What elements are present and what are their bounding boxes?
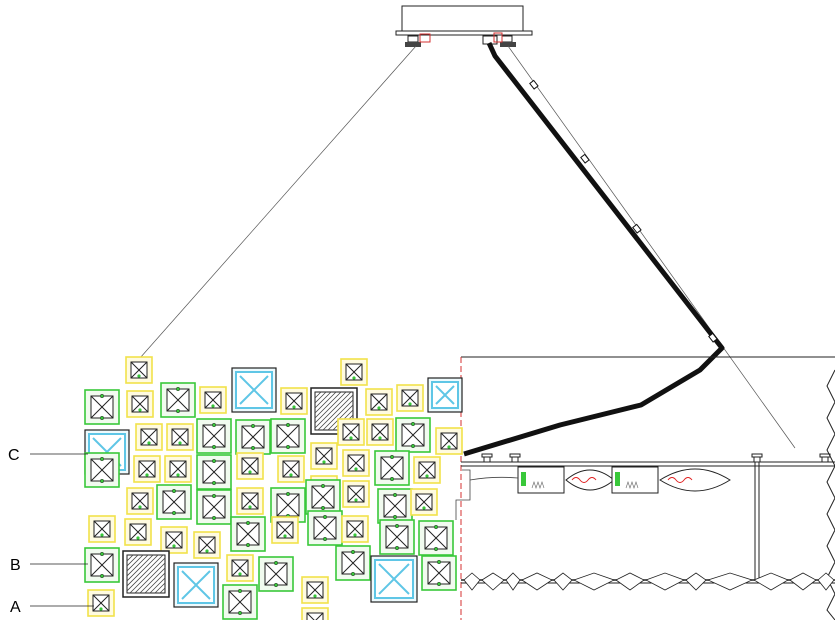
bottom-diamond: [481, 572, 505, 591]
module-12: [427, 377, 463, 413]
module-35: [156, 484, 192, 520]
module-20: [337, 418, 365, 446]
module-43: [88, 515, 116, 543]
module-63: [222, 584, 258, 620]
module-22: [395, 417, 431, 453]
callout-c: C: [8, 447, 88, 464]
module-46: [193, 531, 221, 559]
bottom-diamond-row: [463, 572, 835, 591]
module-17: [235, 419, 271, 455]
bottom-diamond: [615, 572, 645, 591]
bottom-diamond: [572, 572, 616, 591]
module-55: [173, 562, 219, 608]
bottom-diamond: [521, 572, 553, 591]
ceiling-canopy: [395, 5, 533, 47]
module-47: [230, 516, 266, 552]
power-cord: [463, 41, 725, 457]
module-11: [396, 384, 424, 412]
bottom-diamond: [553, 572, 573, 591]
module-28: [277, 455, 305, 483]
module-42: [410, 488, 438, 516]
module-51: [379, 519, 415, 555]
suspension-cables: [139, 45, 796, 449]
section-detail: [455, 356, 835, 620]
module-31: [374, 450, 410, 486]
module-37: [236, 487, 264, 515]
bottom-diamond: [645, 572, 685, 591]
module-54: [122, 550, 170, 598]
module-61: [421, 555, 457, 591]
module-62: [87, 589, 115, 617]
module-27: [236, 452, 264, 480]
module-32: [413, 456, 441, 484]
module-58: [301, 576, 329, 604]
module-30: [342, 449, 370, 477]
module-36: [196, 489, 232, 525]
bottom-diamond: [685, 572, 707, 591]
module-8: [280, 387, 308, 415]
module-48: [271, 516, 299, 544]
module-1: [125, 356, 153, 384]
module-53: [84, 547, 120, 583]
callout-b-label: B: [10, 557, 21, 574]
module-25: [164, 455, 192, 483]
module-49: [307, 510, 343, 546]
bottom-diamond: [463, 572, 481, 591]
module-16: [196, 418, 232, 454]
module-60: [370, 555, 418, 603]
module-26: [196, 454, 232, 490]
module-45: [160, 526, 188, 554]
module-3: [84, 389, 120, 425]
module-24: [133, 455, 161, 483]
module-64: [301, 607, 329, 620]
module-7: [231, 367, 277, 413]
bottom-diamond: [789, 572, 817, 591]
module-cluster: [84, 356, 463, 620]
callout-a-label: A: [10, 599, 21, 616]
module-13: [84, 429, 130, 475]
module-44: [124, 518, 152, 546]
module-6: [199, 386, 227, 414]
callout-a: A: [10, 599, 94, 616]
module-14: [135, 423, 163, 451]
bottom-diamond: [706, 572, 754, 591]
module-15: [166, 423, 194, 451]
module-34: [126, 487, 154, 515]
module-52: [418, 520, 454, 556]
module-4: [126, 390, 154, 418]
module-2: [340, 358, 368, 386]
bottom-diamond: [817, 572, 835, 591]
module-39: [305, 479, 341, 515]
module-19: [310, 442, 338, 470]
module-21: [366, 418, 394, 446]
bottom-diamond: [753, 572, 789, 591]
module-5: [160, 382, 196, 418]
bottom-diamond: [505, 572, 521, 591]
module-41: [377, 488, 413, 524]
module-50: [341, 515, 369, 543]
callout-b: B: [10, 557, 88, 574]
module-59: [335, 545, 371, 581]
module-18: [270, 418, 306, 454]
module-10: [365, 388, 393, 416]
module-23: [435, 427, 463, 455]
module-57: [258, 556, 294, 592]
module-56: [226, 554, 254, 582]
module-33: [84, 452, 120, 488]
module-40: [342, 480, 370, 508]
callout-c-label: C: [8, 447, 20, 464]
